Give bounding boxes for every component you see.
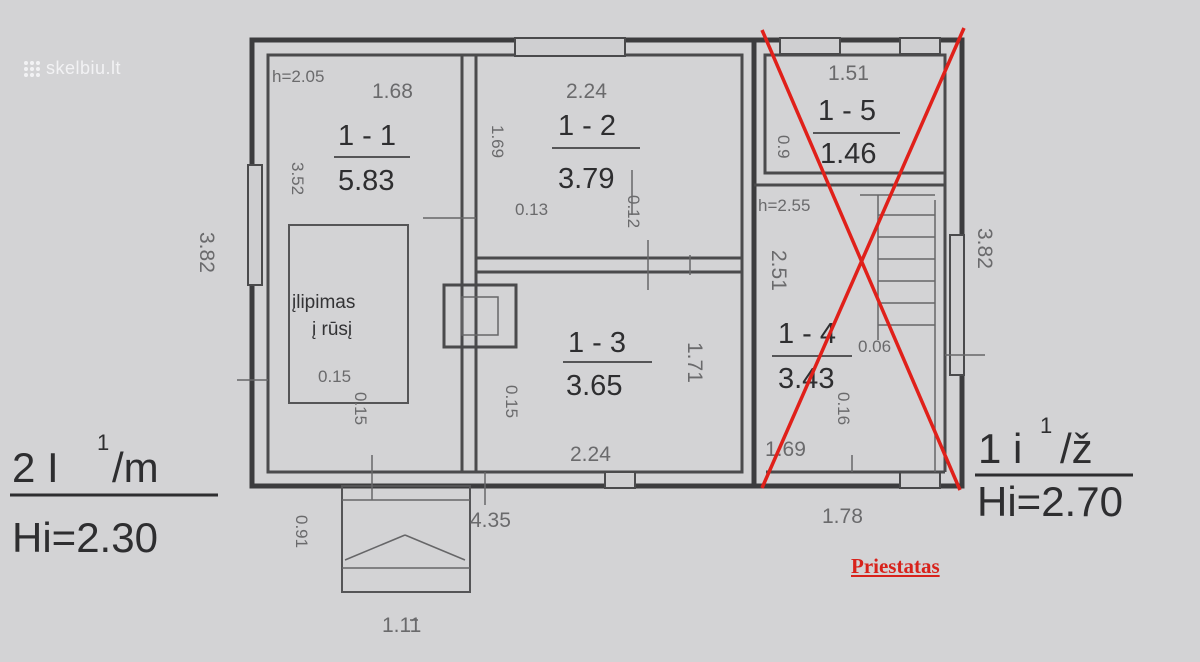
- dots-grid-icon: [24, 60, 40, 77]
- legend-right-sup: 1: [1040, 413, 1052, 438]
- window-top-1: [514, 37, 626, 57]
- watermark-logo: skelbiu.lt: [24, 58, 121, 79]
- dim-hatch-wall: 0.15: [318, 367, 351, 386]
- room-1-2-area: 3.79: [558, 163, 614, 195]
- dim-r11-side: 3.52: [288, 162, 307, 195]
- dim-r13-side: 1.71: [683, 342, 706, 383]
- dimension-lines: [237, 170, 985, 621]
- window-top-3: [899, 37, 941, 55]
- hatch-label-2: į rūsį: [312, 319, 352, 340]
- window-top-2: [779, 37, 841, 55]
- dim-r12-side: 1.69: [488, 125, 507, 158]
- legend-right: 1 i 1 /ž Hi=2.70: [975, 413, 1133, 525]
- dim-right-total: 3.82: [973, 228, 996, 269]
- dim-r13-wall: 0.15: [502, 385, 521, 418]
- dim-entrance-width: 1.11: [382, 614, 421, 637]
- dim-r14-wall: 0.06: [858, 337, 891, 356]
- room-1-5-area: 1.46: [820, 138, 876, 170]
- chimney-flue: [461, 296, 499, 336]
- addon-cross-out: [760, 27, 966, 491]
- height-1-1: h=2.05: [272, 67, 324, 86]
- window-bottom-2: [899, 471, 941, 489]
- legend-right-suffix: /ž: [1060, 425, 1093, 472]
- dim-bottom-main: 4.35: [470, 509, 511, 532]
- legend-right-main: 1 i: [978, 425, 1022, 472]
- height-1-4: h=2.55: [758, 196, 810, 215]
- dim-r11-top: 1.68: [372, 80, 413, 103]
- cellar-hatch: [288, 224, 409, 404]
- legend-right-height: Hi=2.70: [977, 478, 1123, 525]
- room-1-5-id: 1 - 5: [818, 95, 876, 127]
- room-1-1-id: 1 - 1: [338, 120, 396, 152]
- addon-annotation: Priestatas: [851, 554, 940, 578]
- window-left: [247, 164, 263, 286]
- dim-r14-side: 2.51: [767, 250, 790, 291]
- dim-left-total: 3.82: [195, 232, 218, 273]
- dim-entrance-depth: 0.91: [292, 515, 311, 548]
- window-bottom: [604, 471, 636, 489]
- staircase: [860, 194, 935, 340]
- main-outer-wall: [249, 37, 757, 489]
- watermark-text: skelbiu.lt: [46, 58, 122, 78]
- legend-left-main: 2 I: [12, 444, 59, 491]
- dim-bottom-addon: 1.78: [822, 505, 863, 528]
- dim-r13-bottom: 2.24: [570, 443, 611, 466]
- legend-left-height: Hi=2.30: [12, 514, 158, 561]
- dim-r15-top: 1.51: [828, 62, 869, 85]
- dim-r12-top: 2.24: [566, 80, 607, 103]
- dim-hatch-wall2: 0.15: [351, 392, 370, 425]
- dim-r14-wall2: 0.16: [834, 392, 853, 425]
- room-1-4-id: 1 - 4: [778, 318, 836, 350]
- legend-left-sup: 1: [97, 430, 109, 455]
- hatch-label-1: įlipimas: [292, 292, 355, 313]
- dim-r14-bottom: 1.69: [765, 438, 806, 461]
- dim-r12-wall2: 0.12: [624, 195, 643, 228]
- room-1-2-id: 1 - 2: [558, 110, 616, 142]
- window-right: [949, 234, 965, 376]
- legend-left: 2 I 1 /m Hi=2.30: [10, 430, 218, 561]
- dim-r15-side: 0.9: [774, 135, 793, 159]
- room-1-3-area: 3.65: [566, 370, 622, 402]
- room-1-3-id: 1 - 3: [568, 327, 626, 359]
- entrance-steps: [341, 485, 471, 593]
- room-1-1-area: 5.83: [338, 165, 394, 197]
- chimney: [442, 283, 518, 349]
- dim-r12-wall: 0.13: [515, 200, 548, 219]
- legend-left-suffix: /m: [112, 444, 159, 491]
